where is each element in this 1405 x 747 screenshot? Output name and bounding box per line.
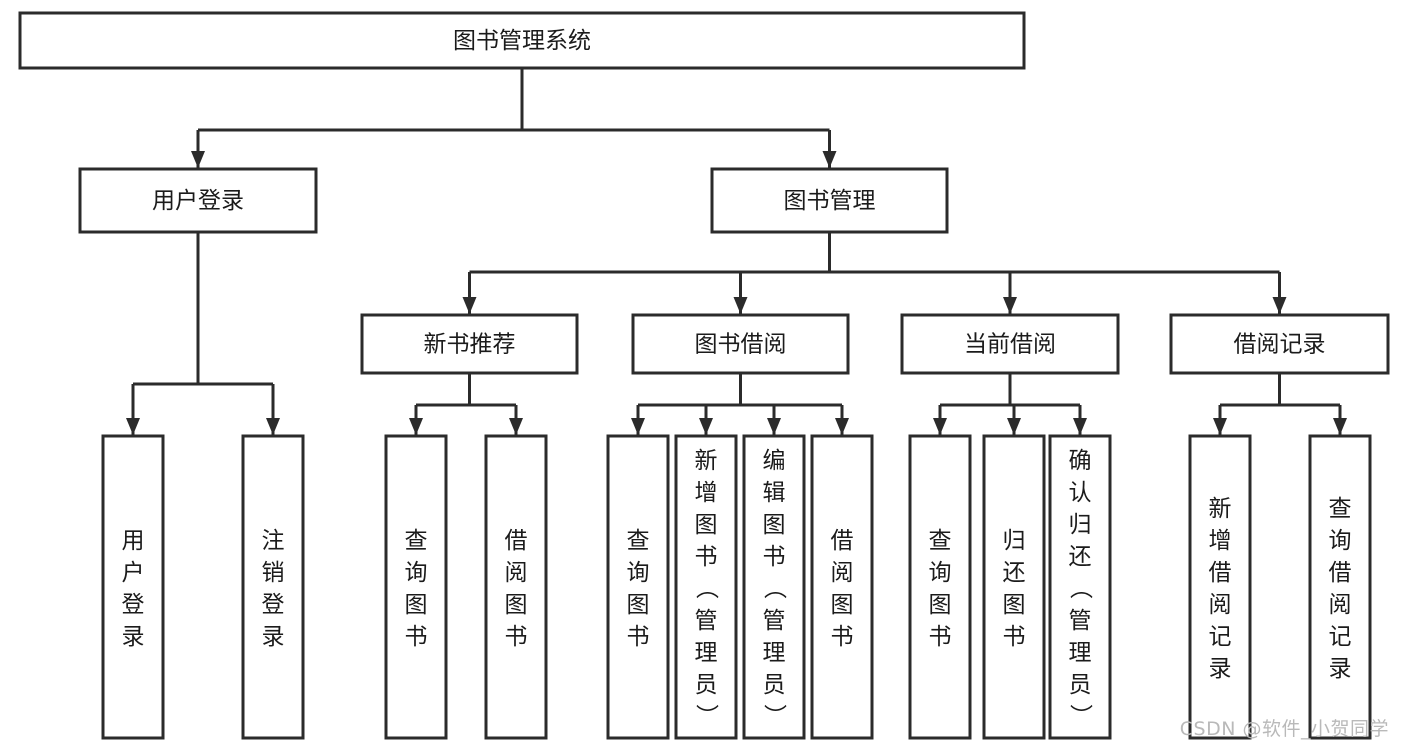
arrow-head-icon (733, 297, 748, 314)
node-leaf-13[interactable]: 查询借阅记录 (1308, 434, 1372, 740)
node-root-system-box[interactable] (18, 11, 1026, 70)
node-level3-1-label: 新书推荐 (424, 332, 516, 358)
node-leaf-6-label: 新增图书（管理员） (695, 448, 720, 730)
node-level3-2-box[interactable] (631, 313, 850, 375)
node-leaf-11-box[interactable] (1048, 434, 1112, 740)
arrow-head-icon (767, 418, 781, 435)
node-level3-4[interactable]: 借阅记录 (1169, 313, 1390, 375)
node-leaf-6-box[interactable] (674, 434, 738, 740)
node-leaf-8[interactable]: 借阅图书 (810, 434, 874, 740)
node-leaf-4-label: 借阅图书 (505, 528, 528, 650)
node-level3-1-box[interactable] (360, 313, 579, 375)
node-level3-1[interactable]: 新书推荐 (360, 313, 579, 375)
node-level2-2-label: 图书管理 (784, 188, 876, 214)
node-leaf-1-label: 用户登录 (122, 528, 145, 650)
node-level2-2-box[interactable] (710, 167, 949, 234)
connector-layer (126, 68, 1347, 435)
node-level2-1[interactable]: 用户登录 (78, 167, 318, 234)
arrow-head-icon (933, 418, 947, 435)
node-leaf-6[interactable]: 新增图书（管理员） (674, 434, 738, 740)
node-root-system-label: 图书管理系统 (453, 28, 591, 54)
node-level3-3-box[interactable] (900, 313, 1120, 375)
node-level3-4-box[interactable] (1169, 313, 1390, 375)
node-leaf-4-box[interactable] (484, 434, 548, 740)
node-leaf-3-box[interactable] (384, 434, 448, 740)
arrow-head-icon (631, 418, 645, 435)
node-level2-1-label: 用户登录 (152, 188, 244, 214)
node-root-system[interactable]: 图书管理系统 (18, 11, 1026, 70)
arrow-head-icon (509, 418, 523, 435)
csdn-watermark: CSDN @软件_小贺同学 (1179, 718, 1389, 740)
arrow-head-icon (1333, 418, 1347, 435)
node-leaf-5[interactable]: 查询图书 (606, 434, 670, 740)
arrow-head-icon (835, 418, 849, 435)
arrow-head-icon (822, 151, 837, 168)
node-leaf-4[interactable]: 借阅图书 (484, 434, 548, 740)
node-leaf-9[interactable]: 查询图书 (908, 434, 972, 740)
node-level2-2[interactable]: 图书管理 (710, 167, 949, 234)
node-level3-2[interactable]: 图书借阅 (631, 313, 850, 375)
node-level3-2-label: 图书借阅 (695, 332, 787, 358)
arrow-head-icon (462, 297, 477, 314)
node-leaf-8-label: 借阅图书 (831, 528, 854, 650)
node-leaf-11-label: 确认归还（管理员） (1069, 448, 1094, 730)
node-leaf-1-box[interactable] (101, 434, 165, 740)
arrow-head-icon (191, 151, 205, 168)
arrow-head-icon (1003, 297, 1017, 314)
node-leaf-12-box[interactable] (1188, 434, 1252, 740)
node-leaf-10[interactable]: 归还图书 (982, 434, 1046, 740)
node-layer: 图书管理系统用户登录图书管理新书推荐图书借阅当前借阅借阅记录用户登录注销登录查询… (18, 11, 1390, 740)
node-leaf-12[interactable]: 新增借阅记录 (1188, 434, 1252, 740)
node-leaf-1[interactable]: 用户登录 (101, 434, 165, 740)
arrow-head-icon (126, 418, 140, 435)
node-leaf-11[interactable]: 确认归还（管理员） (1048, 434, 1112, 740)
node-leaf-7-box[interactable] (742, 434, 806, 740)
arrow-head-icon (1272, 297, 1287, 314)
node-leaf-13-box[interactable] (1308, 434, 1372, 740)
node-leaf-7[interactable]: 编辑图书（管理员） (742, 434, 806, 740)
arrow-head-icon (266, 418, 280, 435)
node-leaf-3[interactable]: 查询图书 (384, 434, 448, 740)
node-leaf-9-box[interactable] (908, 434, 972, 740)
node-leaf-13-label: 查询借阅记录 (1329, 496, 1352, 682)
node-leaf-8-box[interactable] (810, 434, 874, 740)
node-leaf-7-label: 编辑图书（管理员） (763, 448, 788, 730)
arrow-head-icon (409, 418, 423, 435)
node-leaf-2[interactable]: 注销登录 (241, 434, 305, 740)
arrow-head-icon (1007, 418, 1021, 435)
node-leaf-5-box[interactable] (606, 434, 670, 740)
node-leaf-5-label: 查询图书 (627, 528, 650, 650)
node-level3-4-label: 借阅记录 (1234, 332, 1326, 358)
node-leaf-2-label: 注销登录 (262, 528, 285, 650)
node-leaf-12-label: 新增借阅记录 (1209, 496, 1232, 682)
node-leaf-10-box[interactable] (982, 434, 1046, 740)
arrow-head-icon (1073, 418, 1087, 435)
node-leaf-2-box[interactable] (241, 434, 305, 740)
node-level2-1-box[interactable] (78, 167, 318, 234)
node-leaf-10-label: 归还图书 (1003, 528, 1026, 650)
node-leaf-3-label: 查询图书 (405, 528, 428, 650)
node-level3-3[interactable]: 当前借阅 (900, 313, 1120, 375)
node-level3-3-label: 当前借阅 (964, 332, 1056, 358)
arrow-head-icon (1213, 418, 1227, 435)
node-leaf-9-label: 查询图书 (929, 528, 952, 650)
arrow-head-icon (699, 418, 713, 435)
